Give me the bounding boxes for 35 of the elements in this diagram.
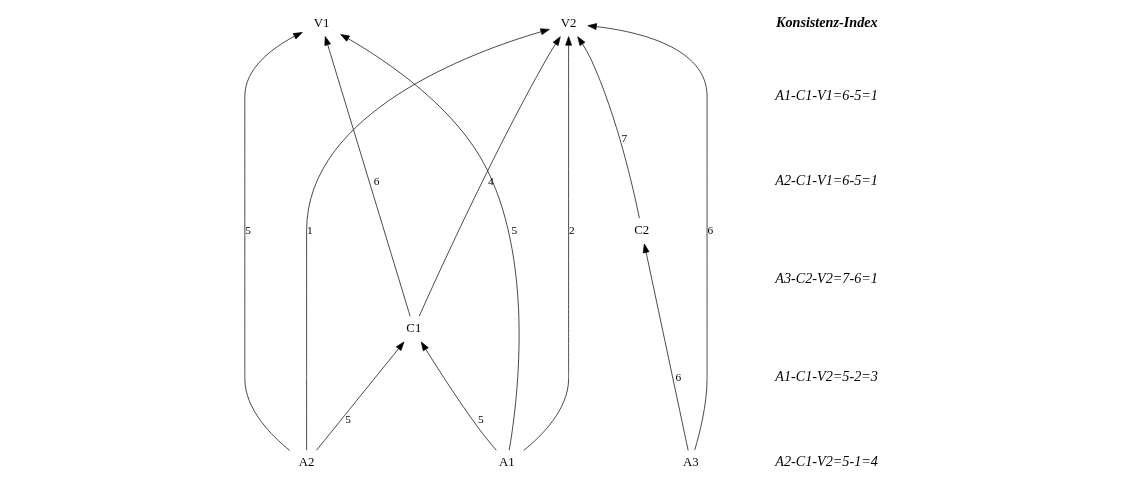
arrow [587,23,707,451]
node-text: A3 [682,455,699,470]
arrow [576,36,640,219]
edge-label: 5 [344,413,351,426]
node-text: V1 [313,15,329,30]
edge-label: 1 [306,223,313,236]
edge-label: 4 [487,174,494,187]
node-text: C2 [633,223,649,238]
edge-label: 2 [568,223,575,236]
node-text: A2 [298,455,314,470]
edge-label: 6 [674,370,681,383]
node-text: V2 [560,15,576,30]
arrow [418,36,561,317]
label: Konsistenz-Index [775,13,878,30]
arrow [323,36,410,317]
label: A1-C1-V2=5-2=3 [774,367,878,384]
arrow [305,28,550,451]
edge-label: 5 [244,223,251,236]
label: A2-C1-V1=6-5=1 [774,171,878,188]
edge-label: 5 [510,223,517,236]
edge-label: 6 [706,223,713,236]
node-text: C1 [405,321,421,336]
edge-label: 5 [477,413,484,426]
arrow [339,34,519,451]
arrow [642,243,689,451]
edge-label: 6 [373,174,379,187]
node-text: A1 [498,455,515,470]
arrow [244,32,303,451]
label: A2-C1-V2=5-1=4 [774,453,878,470]
arrow [522,36,572,451]
edge-label: 7 [621,132,627,145]
label: A3-C2-V2=7-6=1 [774,269,878,286]
arrow [315,341,404,451]
arrow [420,341,497,451]
label: A1-C1-V1=6-5=1 [774,86,878,103]
